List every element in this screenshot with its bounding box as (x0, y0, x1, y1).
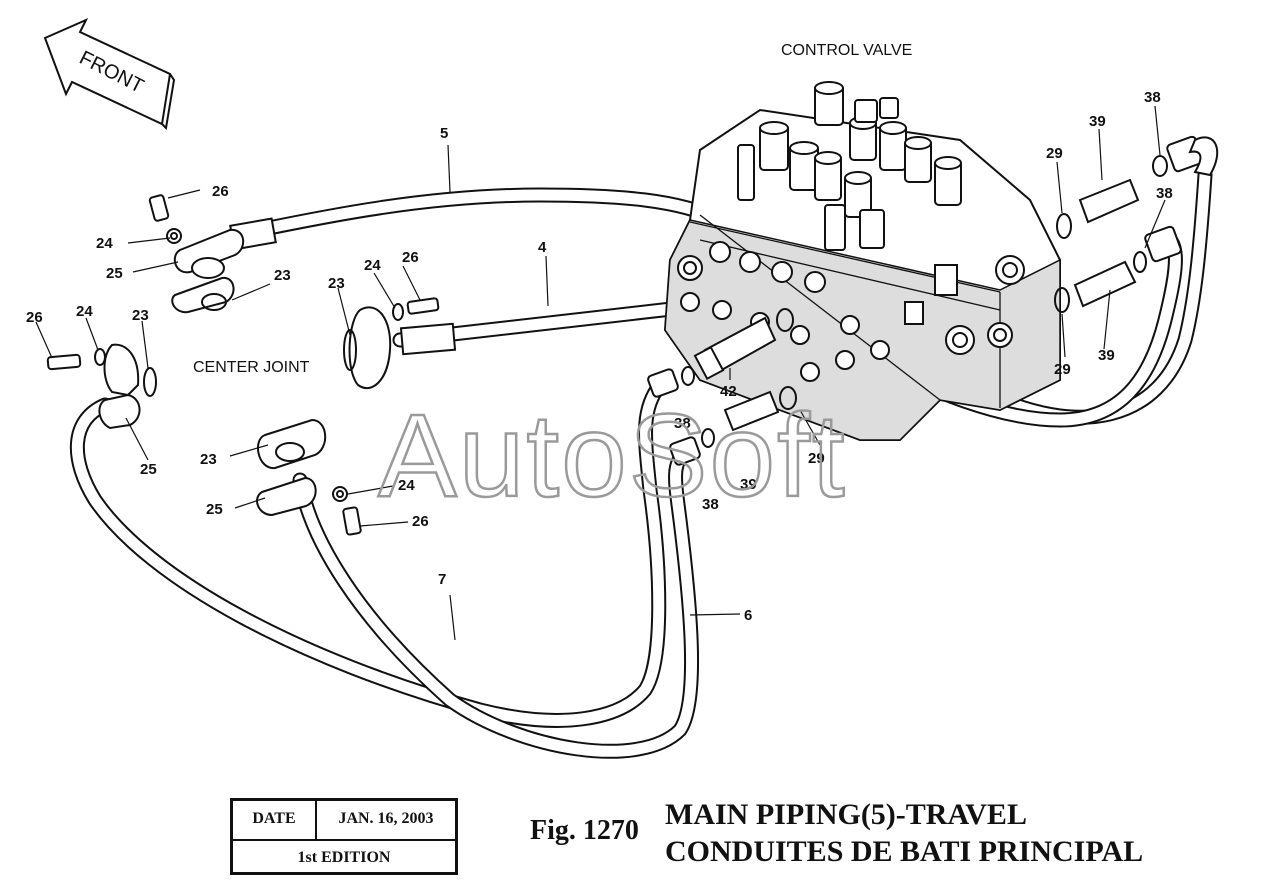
flange-center-joint (343, 297, 440, 390)
watermark: AutoSoft (378, 390, 847, 522)
callout-38: 38 (1144, 89, 1161, 106)
title-english: MAIN PIPING(5)-TRAVEL (665, 798, 1027, 831)
callout-25: 25 (206, 501, 223, 518)
callout-26: 26 (412, 513, 429, 530)
valve-spools (737, 81, 962, 251)
callout-23: 23 (274, 267, 291, 284)
flange-lower (256, 418, 362, 536)
callout-numbers: 26 24 25 23 5 4 26 24 23 26 24 23 25 23 … (26, 89, 1173, 624)
title-block-date-row: DATE JAN. 16, 2003 (233, 801, 455, 841)
callout-23: 23 (200, 451, 217, 468)
callout-5: 5 (440, 125, 448, 142)
callout-29: 29 (808, 450, 825, 467)
callout-24: 24 (96, 235, 113, 252)
callout-38: 38 (1156, 185, 1173, 202)
fitting-42 (693, 308, 794, 381)
flange-middle-left (46, 343, 157, 430)
callout-39: 39 (740, 476, 757, 493)
callout-29: 29 (1046, 145, 1063, 162)
flange-upper-left (148, 194, 245, 314)
center-joint-label: CENTER JOINT (193, 359, 310, 376)
callout-38: 38 (674, 415, 691, 432)
callout-25: 25 (140, 461, 157, 478)
callout-39: 39 (1098, 347, 1115, 364)
callout-6: 6 (744, 607, 752, 624)
callout-42: 42 (720, 383, 737, 400)
callout-23: 23 (132, 307, 149, 324)
elbow-fittings-left (647, 368, 701, 466)
title-french: CONDUITES DE BATI PRINCIPAL (665, 835, 1144, 868)
date-value: JAN. 16, 2003 (338, 810, 434, 827)
callout-7: 7 (438, 571, 446, 588)
callout-24: 24 (76, 303, 93, 320)
date-label: DATE (233, 801, 317, 839)
edition-label: 1st EDITION (297, 849, 391, 866)
control-valve (663, 81, 1061, 441)
figure-number: Fig. 1270 (530, 815, 639, 846)
fittings-right (1054, 135, 1219, 313)
title-block: DATE JAN. 16, 2003 1st EDITION (230, 798, 458, 875)
callout-24: 24 (364, 257, 381, 274)
callout-26: 26 (26, 309, 43, 326)
callout-4: 4 (538, 239, 547, 256)
front-arrow: FRONT (43, 17, 176, 131)
callout-23: 23 (328, 275, 345, 292)
callout-29: 29 (1054, 361, 1071, 378)
hose-6 (292, 442, 700, 759)
callout-39: 39 (1089, 113, 1106, 130)
hose-7 (69, 377, 668, 728)
callout-26: 26 (212, 183, 229, 200)
leader-lines (35, 105, 1166, 641)
callout-26: 26 (402, 249, 419, 266)
callout-24: 24 (398, 477, 415, 494)
callout-25: 25 (106, 265, 123, 282)
callout-38: 38 (702, 496, 719, 513)
control-valve-label: CONTROL VALVE (781, 42, 912, 59)
fitting-39-lower (681, 366, 797, 448)
